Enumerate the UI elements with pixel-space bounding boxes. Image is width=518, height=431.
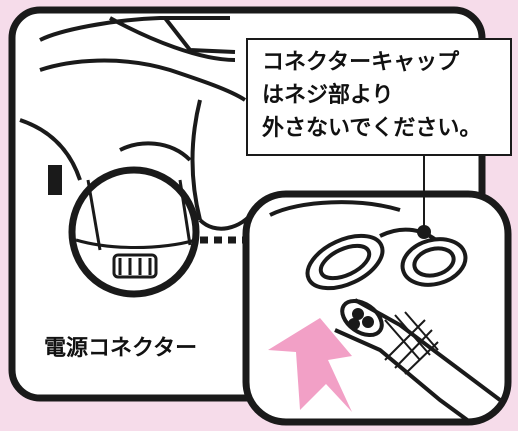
power-connector-label: 電源コネクター (44, 336, 198, 361)
warning-callout: コネクターキャップ はネジ部より 外さないでください。 (246, 38, 512, 156)
inset-panel (242, 190, 512, 426)
inset-connector (269, 200, 502, 424)
warning-line-1: コネクターキャップ (262, 50, 460, 75)
connector-closeup (75, 179, 197, 279)
warning-line-2: はネジ部より (262, 83, 394, 108)
cap-tether-dot (417, 225, 431, 239)
detail-circle (68, 166, 200, 298)
knurled-grip (384, 311, 439, 375)
warning-line-3: 外さないでください。 (262, 116, 482, 141)
pink-insert-arrow (268, 318, 352, 412)
side-slot (48, 165, 62, 195)
